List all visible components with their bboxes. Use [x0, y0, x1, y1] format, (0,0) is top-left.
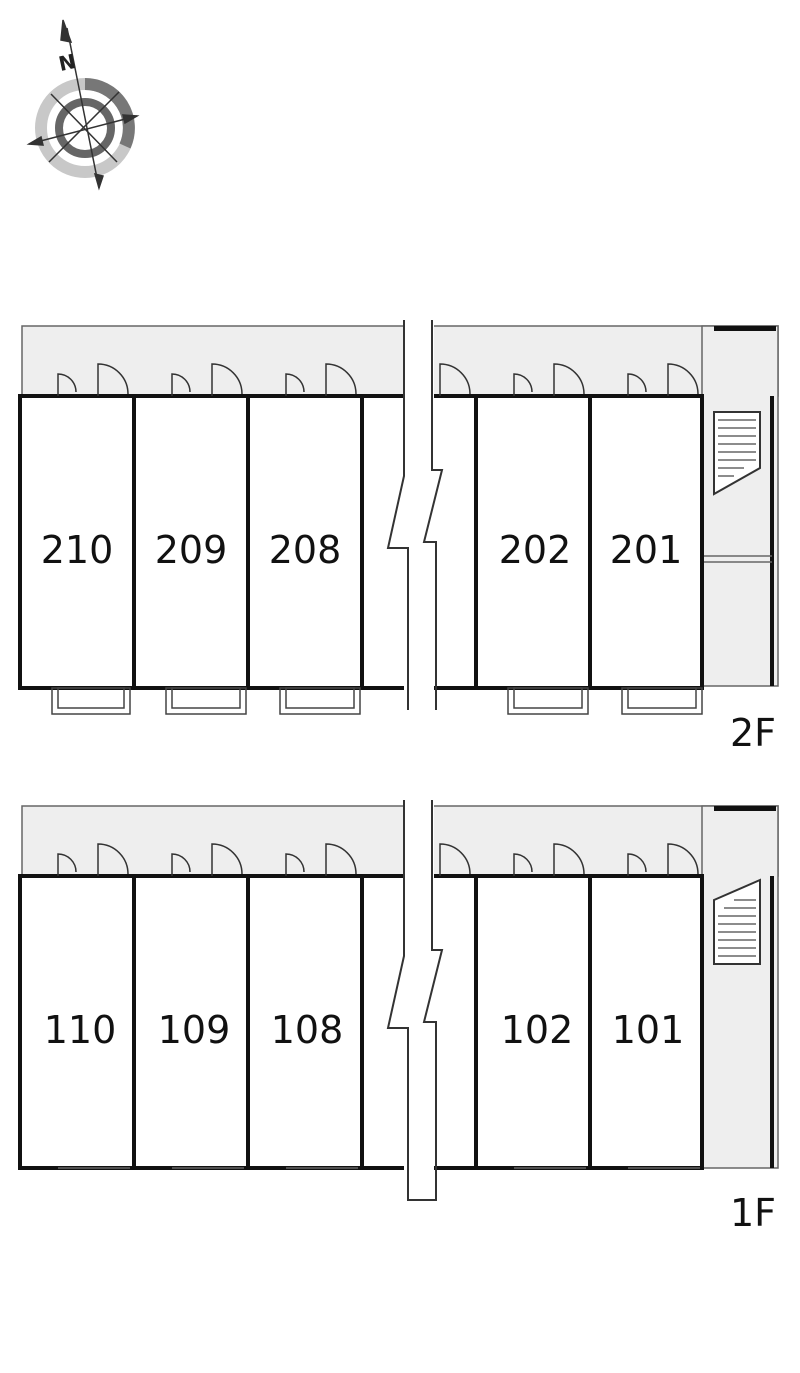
unit-label: 110: [44, 1008, 117, 1052]
unit-label: 109: [158, 1008, 231, 1052]
unit-label: 202: [499, 528, 572, 572]
floor-1f-plan: 110 109 108 102 101 1F: [18, 800, 779, 1235]
unit-201: [588, 394, 704, 690]
compass-inner-ring: [55, 98, 115, 158]
unit-209: [132, 394, 250, 690]
unit-row: [18, 394, 704, 690]
floor-2f-plan: 210 209 208 202 201 2F: [18, 320, 779, 755]
unit-label: 108: [271, 1008, 344, 1052]
corridor-end-wall: [714, 326, 776, 331]
unit-partial-west: [360, 874, 408, 1170]
unit-label: 201: [610, 528, 683, 572]
unit-partial-east: [430, 874, 478, 1170]
unit-label: 209: [155, 528, 228, 572]
compass-needle-ns: [66, 27, 100, 189]
compass-east-arrow: [122, 114, 140, 125]
compass-north-arrow: [60, 19, 73, 43]
corridor-west: [21, 325, 407, 397]
corridor-west: [21, 805, 407, 877]
stair-landing: [701, 805, 779, 1169]
floor-label: 2F: [730, 711, 776, 755]
unit-row: [18, 874, 704, 1170]
unit-101: [588, 874, 704, 1170]
door-swings: [57, 843, 699, 876]
unit-208: [246, 394, 364, 690]
unit-partial-west: [360, 394, 408, 690]
unit-label: 102: [501, 1008, 574, 1052]
staircase: [713, 878, 761, 965]
plan-break-symbol: [386, 320, 444, 710]
stair-landing: [701, 325, 779, 687]
unit-label: 208: [269, 528, 342, 572]
balconies: [51, 687, 703, 715]
compass-south-arrow: [93, 172, 104, 191]
compass-west-arrow: [26, 135, 44, 146]
door-swings: [57, 363, 699, 396]
compass-outer-ring-dark: [84, 78, 135, 149]
unit-210: [18, 394, 136, 690]
floor-label: 1F: [730, 1191, 776, 1235]
compass-needle-ew: [28, 115, 138, 145]
staircase: [713, 411, 761, 496]
compass-diagonal-2: [48, 91, 120, 163]
unit-label: 210: [41, 528, 114, 572]
plan-break-symbol: [386, 800, 444, 1201]
corridor-end-wall: [714, 806, 776, 811]
compass-north-label: N: [56, 49, 77, 76]
unit-partial-east: [430, 394, 478, 690]
unit-label: 101: [612, 1008, 685, 1052]
compass-rose-icon: N: [26, 19, 140, 191]
